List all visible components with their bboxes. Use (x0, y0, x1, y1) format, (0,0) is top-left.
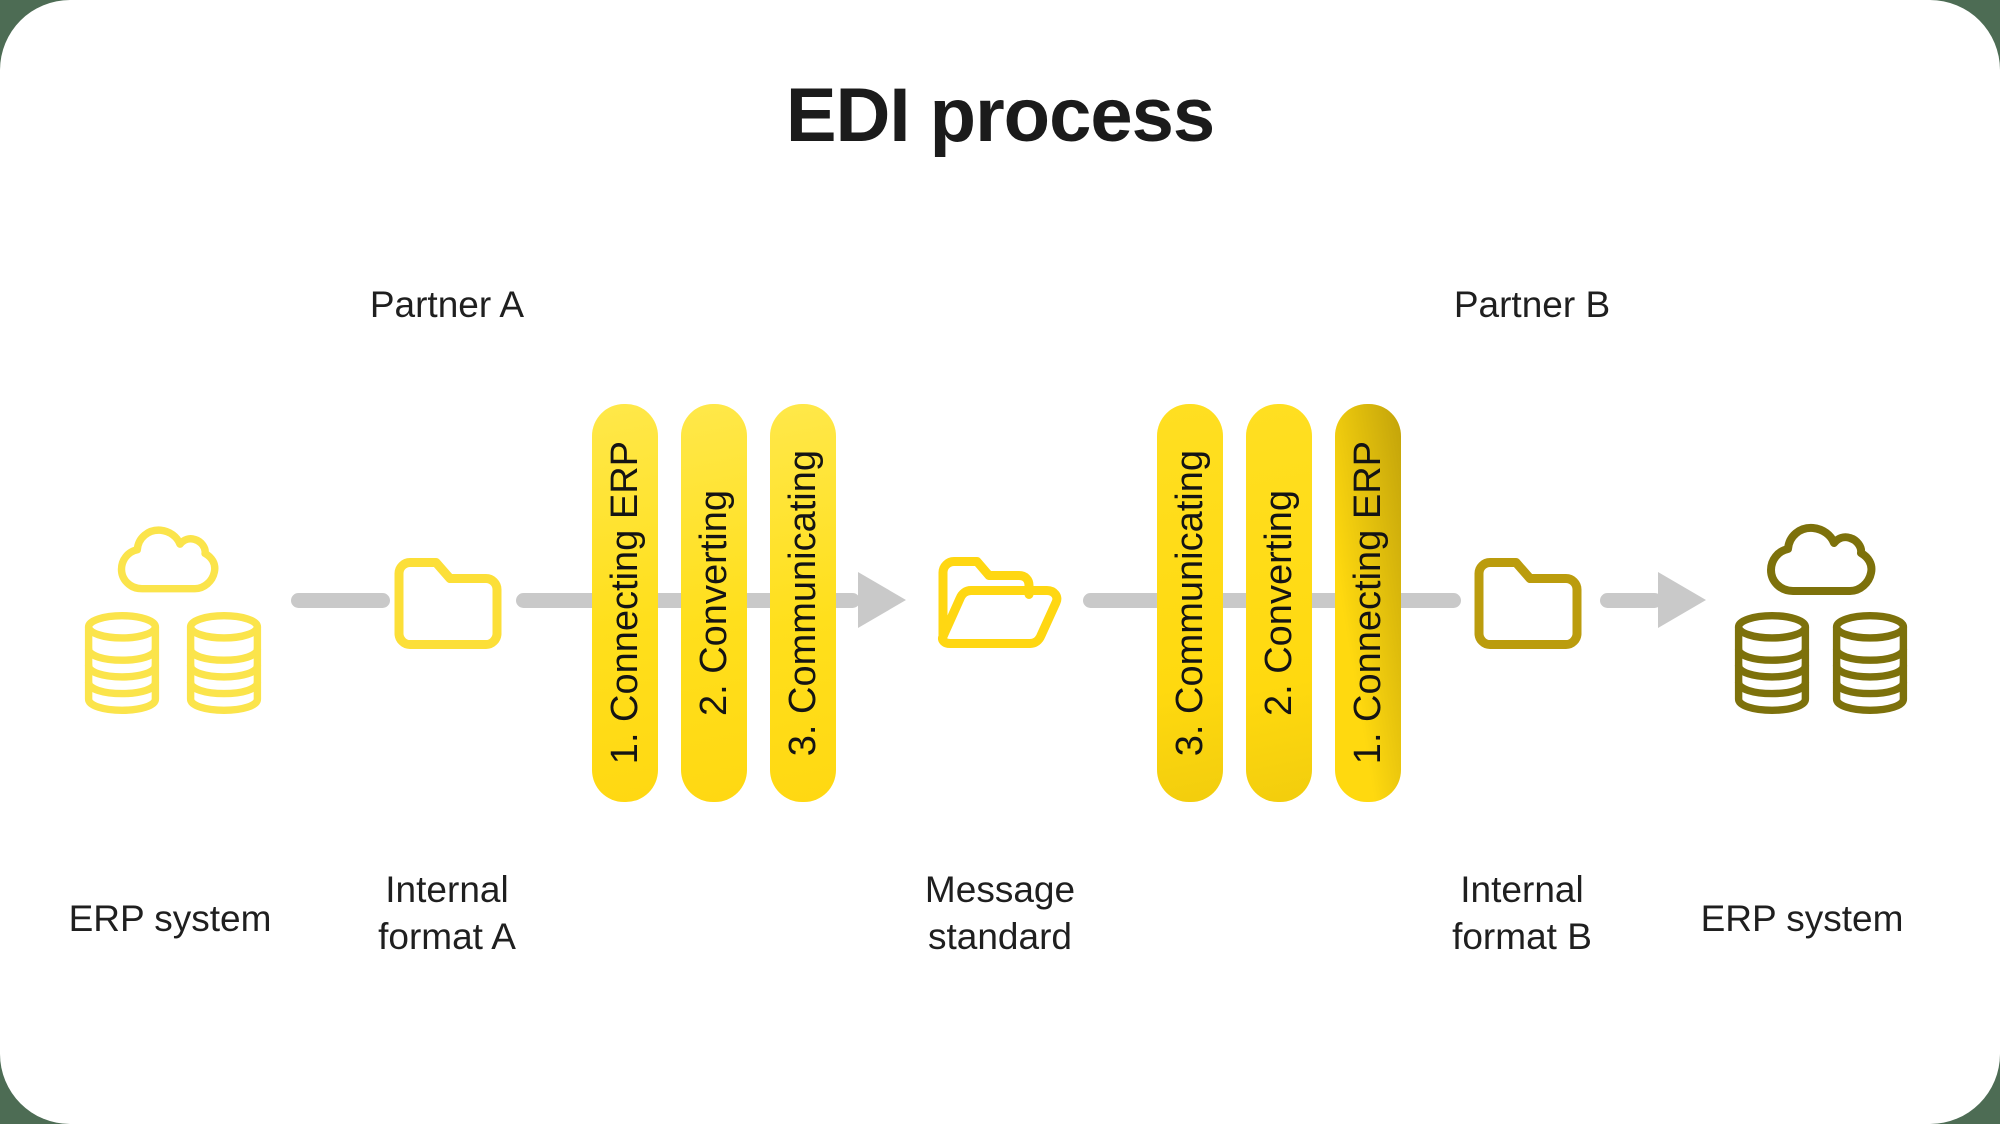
step-pill-connecting-erp-b: 1. Connecting ERP (1335, 404, 1401, 802)
folder-icon (394, 558, 502, 649)
database-icon (186, 612, 262, 714)
internal-format-b-label: Internal format B (1452, 869, 1592, 958)
step-pill-label: 3. Communicating (781, 449, 824, 757)
arrowhead-icon (1658, 572, 1706, 628)
database-icon (1734, 612, 1810, 714)
step-pill-label: 1. Connecting ERP (603, 441, 646, 765)
connector-line (1600, 593, 1662, 608)
database-icon (84, 612, 160, 714)
cloud-icon (117, 526, 219, 593)
partner-b-label: Partner B (1453, 284, 1611, 325)
step-pill-communicating-b: 3. Communicating (1157, 404, 1223, 802)
message-standard-label: Message standard (924, 869, 1076, 958)
arrowhead-icon (858, 572, 906, 628)
step-pill-label: 2. Converting (1257, 489, 1300, 716)
step-pill-converting-a: 2. Converting (681, 404, 747, 802)
erp-system-right-label: ERP system (1700, 898, 1904, 939)
step-pill-label: 2. Converting (692, 489, 735, 716)
cloud-icon (1767, 523, 1876, 595)
step-pill-label: 1. Connecting ERP (1346, 441, 1389, 765)
step-pill-connecting-erp-a: 1. Connecting ERP (592, 404, 658, 802)
diagram-title: EDI process (785, 73, 1215, 158)
open-folder-icon (938, 557, 1062, 648)
step-pill-label: 3. Communicating (1168, 449, 1211, 757)
step-pill-communicating-a: 3. Communicating (770, 404, 836, 802)
connector-line (291, 593, 390, 608)
step-pill-converting-b: 2. Converting (1246, 404, 1312, 802)
folder-icon (1474, 558, 1582, 649)
internal-format-a-label: Internal format A (378, 869, 516, 958)
partner-a-label: Partner A (369, 284, 525, 325)
database-icon (1832, 612, 1908, 714)
erp-system-left-label: ERP system (68, 898, 272, 939)
